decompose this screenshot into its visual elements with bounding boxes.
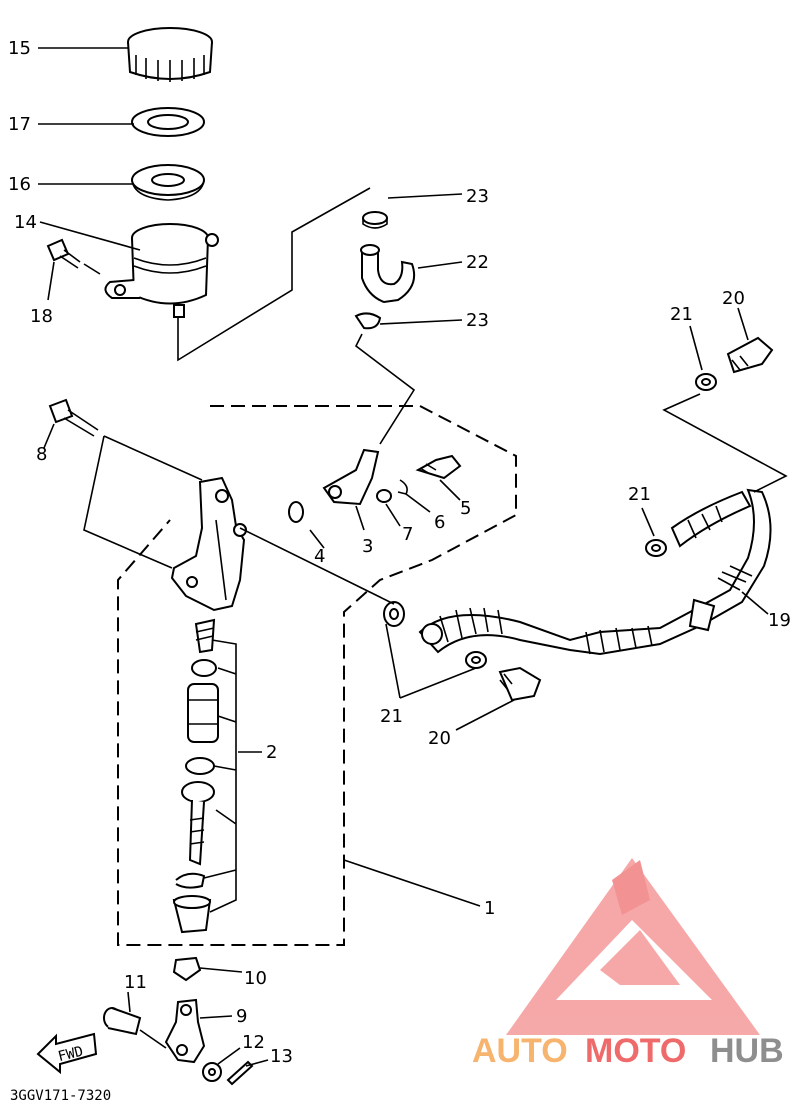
callout-21-top-right: 21	[670, 304, 693, 325]
watermark-hub: HUB	[710, 1032, 784, 1070]
callout-21-left: 21	[380, 706, 403, 727]
nut-10	[172, 956, 202, 982]
reservoir-hose	[360, 244, 416, 304]
callout-3: 3	[362, 536, 373, 557]
circlip-7	[376, 489, 392, 503]
callout-18: 18	[30, 306, 53, 327]
reservoir-cap	[127, 27, 213, 82]
screw-5	[415, 454, 462, 480]
callout-19: 19	[768, 610, 791, 631]
diaphragm-plate	[131, 107, 205, 137]
circlip-6	[397, 479, 408, 495]
washer-21-right-top	[695, 373, 717, 391]
hose-joint	[322, 448, 380, 506]
callout-7: 7	[402, 524, 413, 545]
hose-clip-bottom	[354, 312, 382, 330]
circlip-kit	[175, 872, 206, 889]
washer-21-left-bottom	[465, 651, 487, 669]
clevis	[164, 998, 206, 1064]
callout-17: 17	[8, 114, 31, 135]
cup-secondary	[185, 757, 215, 775]
callout-2: 2	[266, 742, 277, 763]
callout-12: 12	[242, 1032, 265, 1053]
watermark-auto: AUTO	[472, 1032, 568, 1070]
assembly-outline	[117, 405, 517, 946]
callout-1: 1	[484, 898, 495, 919]
callout-15: 15	[8, 38, 31, 59]
fwd-arrow	[36, 1032, 98, 1075]
callout-13: 13	[270, 1046, 293, 1067]
drawing-code: 3GGV171-7320	[10, 1088, 111, 1104]
diaphragm	[131, 164, 205, 201]
cup-primary	[191, 659, 217, 677]
callout-10: 10	[244, 968, 267, 989]
callout-6: 6	[434, 512, 445, 533]
callout-8: 8	[36, 444, 47, 465]
washer-21-left-top	[383, 601, 405, 627]
callout-14: 14	[14, 212, 37, 233]
callout-4: 4	[314, 546, 325, 567]
callout-22: 22	[466, 252, 489, 273]
washer-21-right-bottom	[645, 539, 667, 557]
piston	[187, 683, 219, 743]
watermark-moto: MOTO	[585, 1032, 686, 1070]
union-bolt-20-left	[498, 666, 542, 702]
callout-21-mid-right: 21	[628, 484, 651, 505]
callout-20-right: 20	[722, 288, 745, 309]
callout-23-top: 23	[466, 186, 489, 207]
callout-11: 11	[124, 972, 147, 993]
callout-9: 9	[236, 1006, 247, 1027]
washer-12	[202, 1062, 222, 1082]
reservoir-bolt	[46, 238, 81, 269]
o-ring	[288, 501, 304, 523]
hose-clip-top	[362, 211, 388, 229]
reservoir-tank	[104, 223, 219, 318]
callout-23-bottom: 23	[466, 310, 489, 331]
dust-boot	[172, 895, 212, 934]
brake-hose	[418, 488, 772, 656]
cotter-pin	[226, 1060, 254, 1086]
push-rod	[181, 781, 215, 866]
clevis-pin	[103, 1007, 142, 1036]
fwd-label: FWD	[56, 1044, 84, 1066]
master-cylinder-body	[170, 476, 247, 612]
spring	[194, 618, 216, 654]
callout-5: 5	[460, 498, 471, 519]
mounting-bolt	[48, 398, 99, 437]
watermark-logo	[506, 858, 760, 1035]
callout-16: 16	[8, 174, 31, 195]
union-bolt-20-right	[726, 336, 774, 374]
callout-20-left: 20	[428, 728, 451, 749]
